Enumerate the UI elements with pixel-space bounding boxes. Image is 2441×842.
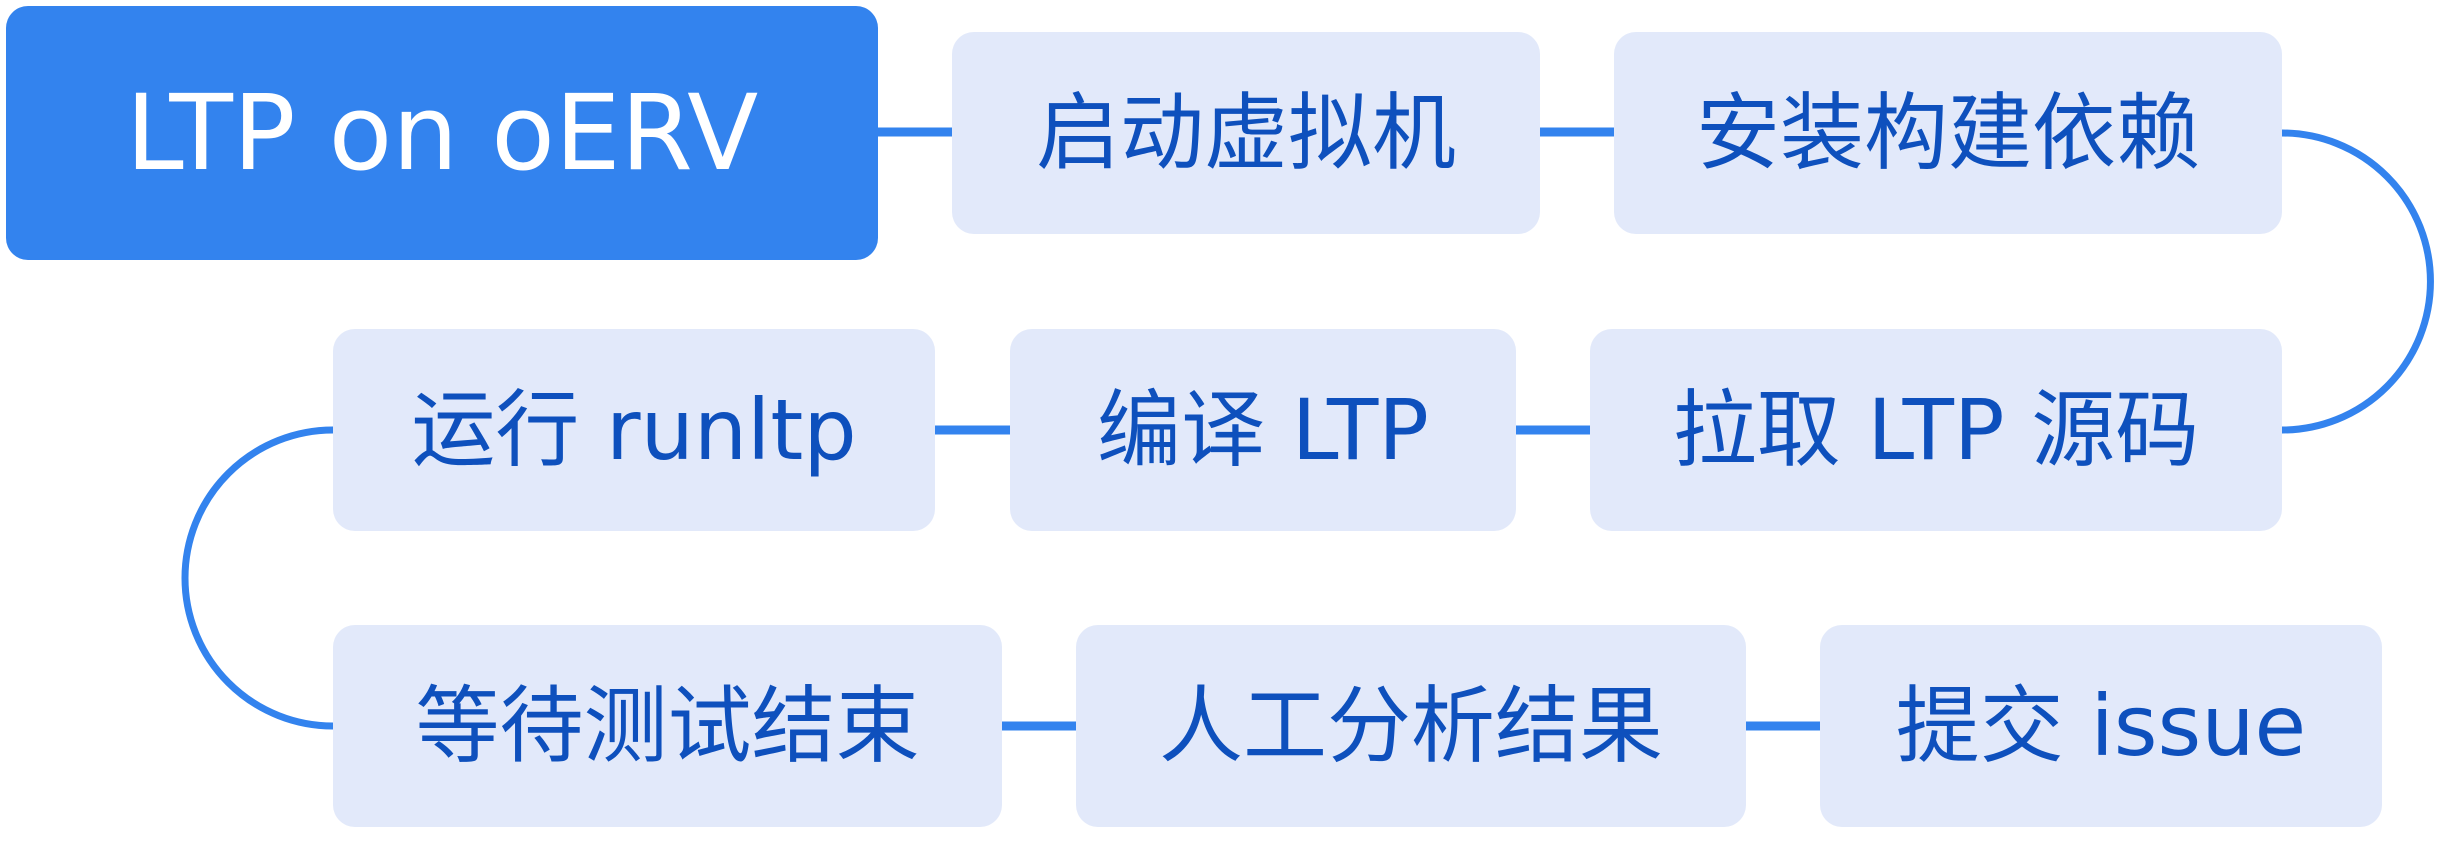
- node-compile: 编译 LTP: [1010, 329, 1516, 531]
- node-start-label: LTP on oERV: [125, 72, 759, 194]
- node-compile-label: 编译 LTP: [1097, 381, 1429, 479]
- node-boot-vm-label: 启动虚拟机: [1035, 84, 1456, 182]
- node-analyze-label: 人工分析结果: [1158, 677, 1663, 775]
- node-run-label: 运行 runltp: [411, 381, 857, 479]
- node-install-deps: 安装构建依赖: [1614, 32, 2282, 234]
- node-run: 运行 runltp: [333, 329, 935, 531]
- node-start: LTP on oERV: [6, 6, 878, 260]
- node-submit-label: 提交 issue: [1895, 677, 2307, 775]
- connector-run-to-wait: [181, 426, 334, 730]
- node-submit: 提交 issue: [1820, 625, 2382, 827]
- node-install-deps-label: 安装构建依赖: [1695, 84, 2200, 182]
- connector-install-deps-to-fetch-source: [2281, 129, 2434, 434]
- node-wait: 等待测试结束: [333, 625, 1002, 827]
- node-analyze: 人工分析结果: [1076, 625, 1746, 827]
- node-fetch-source: 拉取 LTP 源码: [1590, 329, 2282, 531]
- node-fetch-source-label: 拉取 LTP 源码: [1672, 381, 2200, 479]
- node-boot-vm: 启动虚拟机: [952, 32, 1540, 234]
- node-wait-label: 等待测试结束: [415, 677, 920, 775]
